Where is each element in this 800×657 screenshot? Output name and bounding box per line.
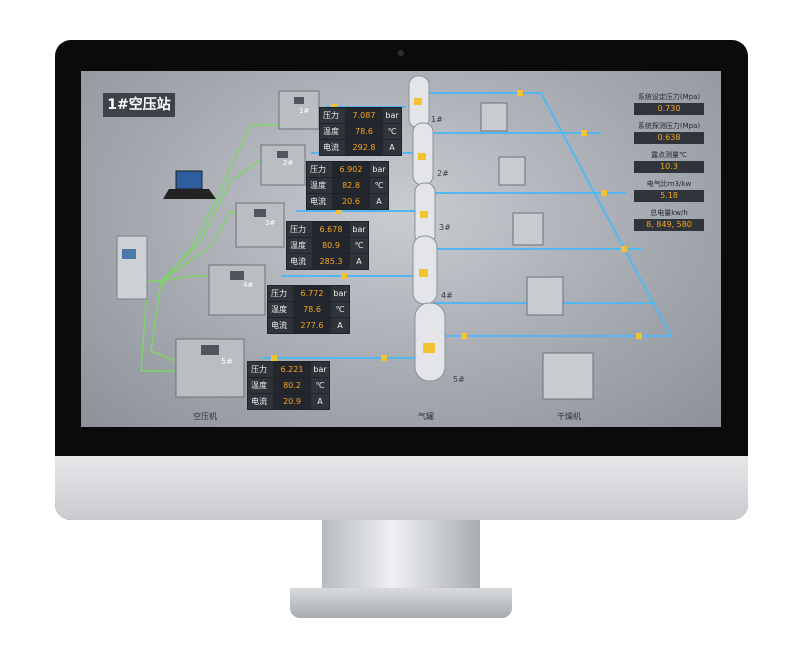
current-label: 电流 [310,197,326,206]
pressure-value: 6.902 [332,162,370,177]
temperature-value: 78.6 [345,124,383,139]
monitor-chin [55,456,748,520]
valves [271,90,642,361]
temperature-unit: ℃ [354,241,364,250]
temperature-label: 温度 [290,241,306,250]
temperature-unit: ℃ [335,305,345,314]
temperature-value: 78.6 [293,302,331,317]
dew-point-value: 10.3 [634,161,704,173]
specific-power-label: 电气比m3/kw [646,180,692,188]
tank-4-label: 4# [441,291,453,300]
compressor-4-tag: 4# [243,281,254,289]
temperature-value: 82.8 [332,178,370,193]
pressure-value: 6.678 [312,222,350,237]
specific-power-value: 5.18 [634,190,704,202]
compressor-screens [201,97,304,355]
temperature-unit: ℃ [315,381,325,390]
laptop-terminal [163,170,216,199]
current-unit: A [356,257,362,266]
detected-pressure-value: 0.638 [634,132,704,144]
pressure-unit: bar [313,365,327,374]
current-label: 电流 [251,397,267,406]
pressure-value: 7.087 [345,108,383,123]
compressor-5-tag: 5# [221,357,233,366]
temperature-label: 温度 [271,305,287,314]
total-energy-label: 总电量kw/h [650,209,688,217]
current-label: 电流 [290,257,306,266]
pressure-label: 压力 [310,165,326,174]
pressure-label: 压力 [251,365,267,374]
station-title: 1#空压站 [103,93,175,117]
compressor-2-tag: 2# [283,159,294,167]
pressure-label: 压力 [271,289,287,298]
control-cables [140,124,281,372]
system-metrics-panel: 系统设定压力(Mpa) 0.730 系统探测压力(Mpa) 0.638 露点测量… [631,91,707,243]
current-value: 20.6 [332,194,370,209]
tank-1-label: 1# [431,115,443,124]
total-energy-value: 8, 849, 580 [634,219,704,231]
tank-3-label: 3# [439,223,451,232]
pressure-unit: bar [352,225,366,234]
pressure-unit: bar [385,111,399,120]
detected-pressure-label: 系统探测压力(Mpa) [637,122,701,130]
current-value: 285.3 [312,254,350,269]
current-label: 电流 [323,143,339,152]
compressor-1-tag: 1# [299,107,310,115]
temperature-unit: ℃ [387,127,397,136]
pressure-value: 6.221 [273,362,311,377]
pressure-label: 压力 [290,225,306,234]
pressure-unit: bar [372,165,386,174]
current-value: 292.8 [345,140,383,155]
current-unit: A [317,397,323,406]
temperature-unit: ℃ [374,181,384,190]
tank-2-label: 2# [437,169,449,178]
dryer-label: 干燥机 [557,412,581,421]
compressor-label: 空压机 [193,412,217,421]
compressor-3-tag: 3# [265,219,276,227]
dew-point-label: 露点测量℃ [651,151,687,159]
control-cabinet [116,235,148,300]
tank-label: 气罐 [418,412,434,421]
current-value: 277.6 [293,318,331,333]
temperature-value: 80.2 [273,378,311,393]
monitor-stand-base [290,588,512,618]
tank-gauges [414,98,435,353]
current-label: 电流 [271,321,287,330]
monitor-stand-neck [322,520,480,600]
tank-5-label: 5# [453,375,465,384]
current-unit: A [376,197,382,206]
temperature-label: 温度 [310,181,326,190]
current-unit: A [337,321,343,330]
webcam [398,50,404,56]
pressure-label: 压力 [323,111,339,120]
current-value: 20.9 [273,394,311,409]
current-unit: A [389,143,395,152]
pressure-value: 6.772 [293,286,331,301]
temperature-value: 80.9 [312,238,350,253]
set-pressure-label: 系统设定压力(Mpa) [637,93,701,101]
temperature-label: 温度 [323,127,339,136]
temperature-label: 温度 [251,381,267,390]
pressure-unit: bar [333,289,347,298]
dryer-units [480,102,594,400]
set-pressure-value: 0.730 [634,103,704,115]
